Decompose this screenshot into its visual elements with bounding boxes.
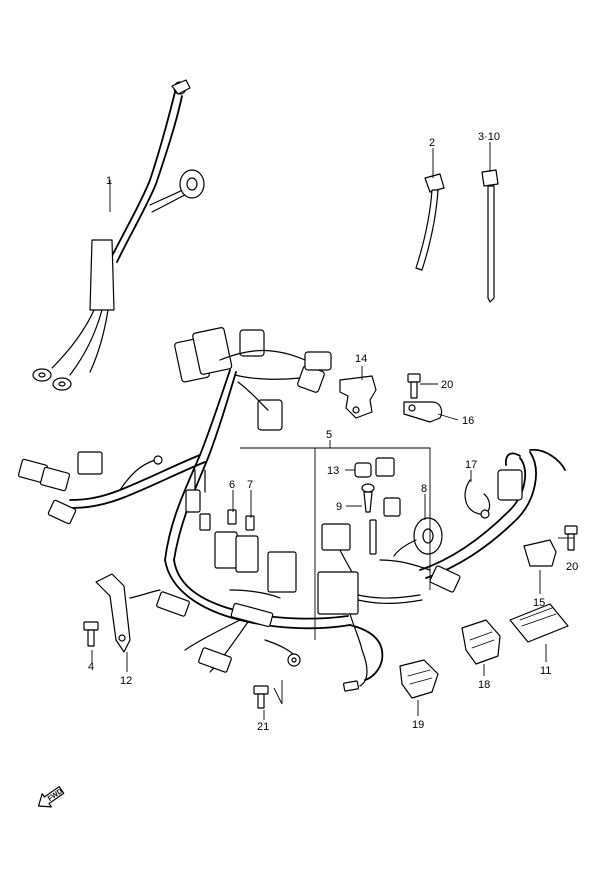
- callout-16: 16: [462, 415, 474, 427]
- callout-19: 19: [412, 719, 424, 731]
- leader-lines: [91, 142, 574, 720]
- bolt-4: [83, 621, 99, 647]
- cable-tie-3: [481, 169, 499, 303]
- cable-tie-2: [415, 173, 445, 271]
- callout-18: 18: [478, 679, 490, 691]
- callout-8: 8: [421, 483, 427, 495]
- bolt-20a: [407, 373, 421, 399]
- clamp-16: [403, 401, 443, 423]
- bracket-12: [95, 573, 131, 653]
- main-wiring-harness: [17, 327, 566, 692]
- callout-5: 5: [326, 429, 332, 441]
- callout-1: 1: [106, 175, 112, 187]
- callout-3-10: 3·10: [478, 131, 500, 143]
- callout-12: 12: [120, 675, 132, 687]
- clamp-19: [399, 659, 439, 699]
- callout-13: 13: [327, 465, 339, 477]
- fwd-label: FWD: [47, 788, 64, 803]
- bracket-15: [523, 539, 557, 567]
- bolt-21: [253, 685, 269, 709]
- callout-21: 21: [257, 721, 269, 733]
- callout-20-upper: 20: [441, 379, 453, 391]
- leader-5-bracket: [240, 447, 431, 640]
- callout-11: 11: [540, 665, 551, 677]
- plug-9: [361, 483, 375, 513]
- callout-6: 6: [229, 479, 235, 491]
- callout-20-lower: 20: [566, 561, 578, 573]
- bracket-14: [339, 375, 377, 419]
- callout-17: 17: [465, 459, 477, 471]
- forward-direction-arrow-icon: FWD: [37, 786, 65, 808]
- clamp-18: [461, 619, 501, 665]
- grommet-13: [354, 457, 395, 478]
- battery-cable: [32, 79, 205, 391]
- label-sheet-11: [509, 603, 569, 643]
- callout-4: 4: [88, 661, 94, 673]
- callout-7: 7: [247, 479, 253, 491]
- callout-2: 2: [429, 137, 435, 149]
- clip-17: [464, 479, 491, 519]
- callout-15: 15: [533, 597, 545, 609]
- callout-14: 14: [355, 353, 367, 365]
- callout-9: 9: [336, 501, 342, 513]
